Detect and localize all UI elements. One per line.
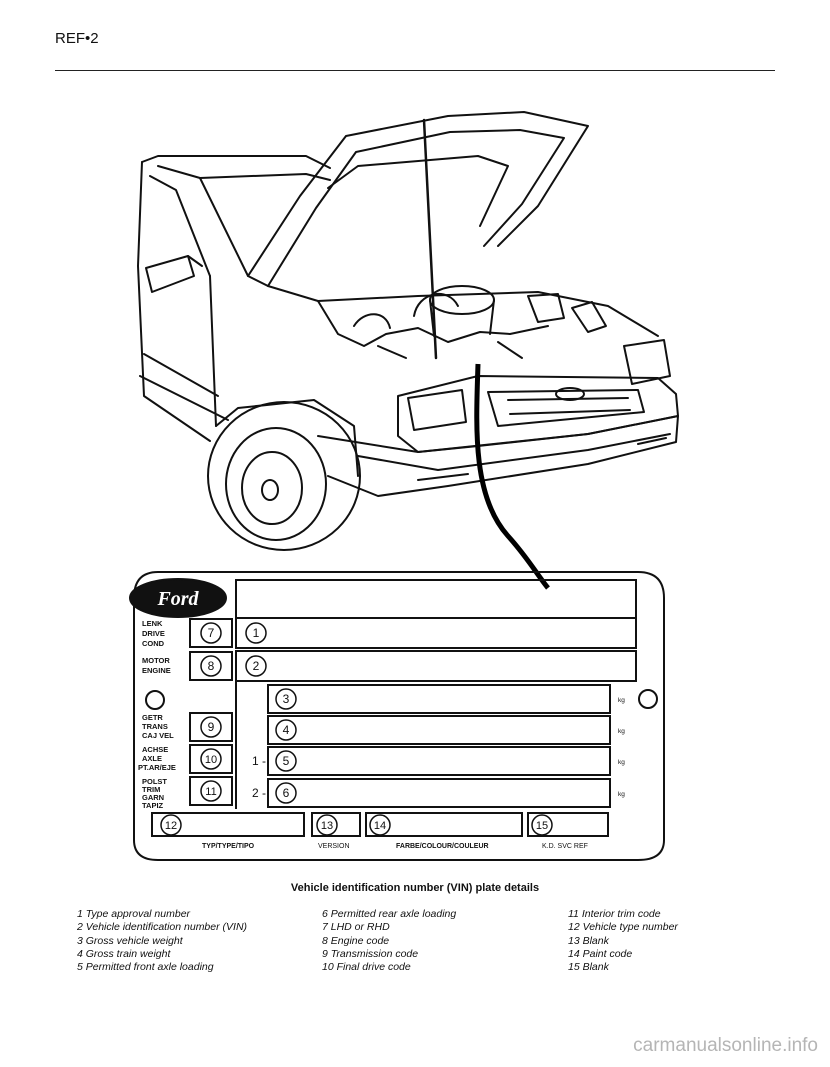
label-trans-3: CAJ VEL [142,731,174,740]
field-number-10: 10 [205,754,217,766]
label-engine-1: MOTOR [142,656,170,665]
label-engine-2: ENGINE [142,666,171,675]
kg-unit-5: kg [618,759,625,766]
footer-label-colour: FARBE/COLOUR/COULEUR [396,843,489,850]
field-number-6: 6 [283,786,290,800]
kg-unit-3: kg [618,697,625,704]
legend-item: 11 Interior trim code [568,908,661,920]
kg-unit-6: kg [618,791,625,798]
legend-column-2: 6 Permitted rear axle loading 7 LHD or R… [322,908,456,974]
label-drive-2: DRIVE [142,629,165,638]
legend-item: 3 Gross vehicle weight [77,934,183,947]
label-axle-3: PT.AR/EJE [138,763,176,772]
watermark: carmanualsonline.info [633,1035,818,1056]
label-trim-4: TAPIZ [142,801,164,810]
legend-item: 15 Blank [568,961,609,974]
field-number-13: 13 [321,820,333,832]
legend-item: 9 Transmission code [322,947,419,960]
row-prefix-1: 1 - [252,754,266,768]
label-trim-2: TRIM [142,785,160,794]
legend-item: 12 Vehicle type number [568,921,678,934]
vin-plate [129,571,665,861]
label-axle-2: AXLE [142,754,162,763]
footer-label-svc-ref: K.D. SVC REF [542,843,588,850]
field-number-9: 9 [208,720,215,734]
label-trim-3: GARN [142,793,164,802]
footer-label-version: VERSION [318,843,350,850]
legend-item: 8 Engine code [322,934,390,947]
kg-unit-4: kg [618,728,625,735]
field-number-14: 14 [374,820,386,832]
field-number-4: 4 [283,723,290,737]
legend-item: 1 Type approval number [77,908,191,920]
field-number-8: 8 [208,659,215,673]
header-rule [55,70,775,71]
ford-logo: Ford [156,588,199,610]
legend-item: 10 Final drive code [322,961,411,974]
field-number-3: 3 [283,692,290,706]
field-number-1: 1 [253,626,260,640]
field-number-2: 2 [253,659,260,673]
car-drawing [137,111,679,551]
legend-item: 6 Permitted rear axle loading [322,908,457,920]
label-drive-1: LENK [142,619,163,628]
legend-column-1: 1 Type approval number 2 Vehicle identif… [77,908,247,974]
legend-item: 4 Gross train weight [77,947,171,960]
field-number-12: 12 [165,820,177,832]
field-number-15: 15 [536,820,548,832]
figure-caption: Vehicle identification number (VIN) plat… [290,882,540,894]
label-drive-3: COND [142,639,165,648]
label-axle-1: ACHSE [142,745,168,754]
page-ref: REF•2 [55,30,99,47]
field-number-5: 5 [283,754,290,768]
field-number-11: 11 [205,786,216,798]
vin-plate-illustration: Ford LENK DRIVE COND MOTOR ENGINE GETR T… [118,96,688,876]
legend-item: 13 Blank [568,934,609,947]
field-number-7: 7 [208,626,215,640]
legend-item: 5 Permitted front axle loading [77,961,214,974]
label-trim-1: POLST [142,777,167,786]
label-trans-2: TRANS [142,722,168,731]
label-trans-1: GETR [142,713,163,722]
row-prefix-2: 2 - [252,786,266,800]
footer-label-type: TYP/TYPE/TIPO [202,843,255,850]
legend-column-3: 11 Interior trim code 12 Vehicle type nu… [568,908,678,974]
legend-item: 14 Paint code [568,947,633,960]
legend-item: 2 Vehicle identification number (VIN) [77,921,248,934]
legend-item: 7 LHD or RHD [322,921,390,934]
